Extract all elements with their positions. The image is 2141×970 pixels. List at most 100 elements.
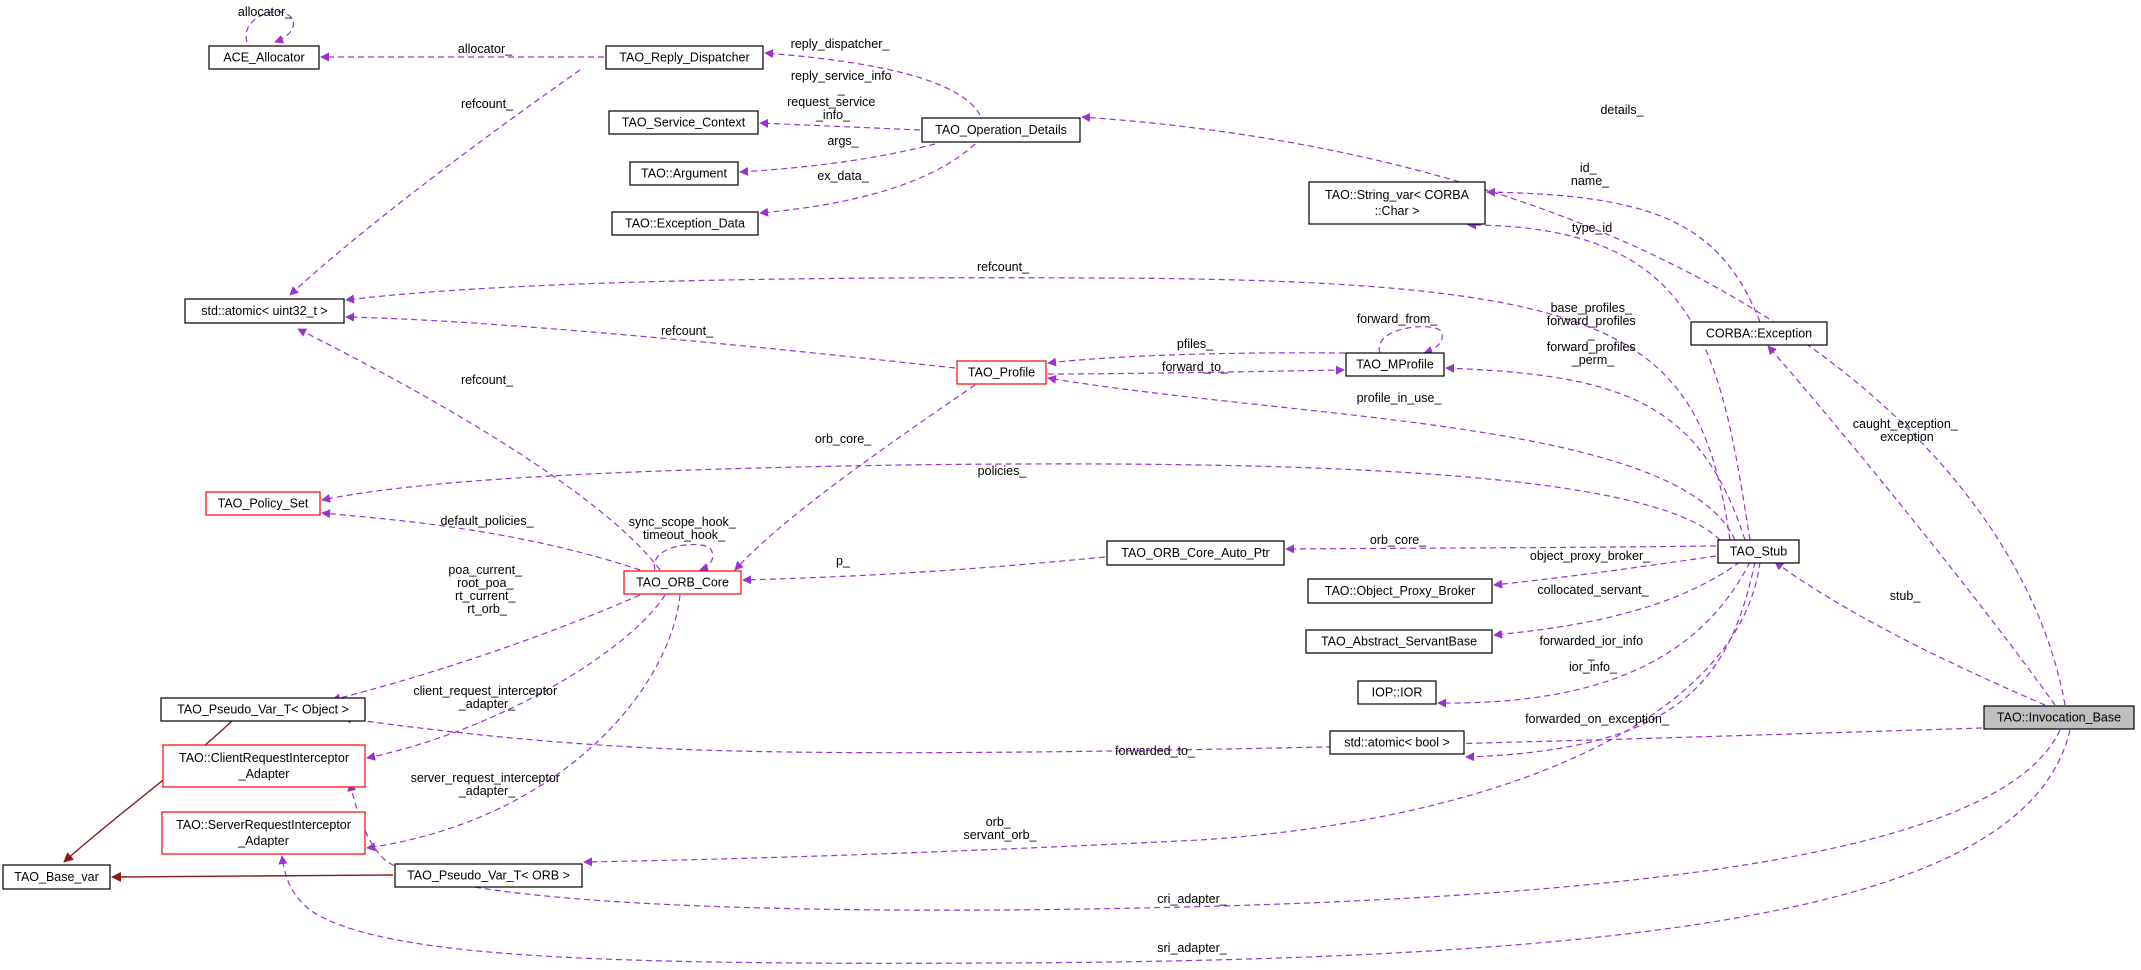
svg-text:TAO_Reply_Dispatcher: TAO_Reply_Dispatcher [619, 51, 749, 65]
node-tao-orb-core-auto-ptr[interactable]: TAO_ORB_Core_Auto_Ptr [1106, 540, 1285, 566]
edge-label-profile-in-use: profile_in_use_ [1357, 391, 1443, 405]
edge-orb-core-stub [1285, 544, 1717, 554]
edge-reply-dispatcher [764, 49, 981, 116]
node-tao-orb-core[interactable]: TAO_ORB_Core [623, 570, 742, 595]
edge-label-forwarded-on-exception: forwarded_on_exception_ [1525, 712, 1670, 726]
edge-stub [1774, 561, 2046, 706]
edge-collocated-servant [1493, 561, 1741, 639]
edge-forwarded-ior-info [1437, 561, 1751, 708]
svg-text:TAO_ORB_Core_Auto_Ptr: TAO_ORB_Core_Auto_Ptr [1121, 546, 1269, 560]
edge-policies [321, 463, 1721, 541]
edge-server-request-interceptor [366, 594, 681, 852]
edge-sri-adapter [278, 729, 2071, 964]
edge-label-orb-core-stub: orb_core_ [1370, 533, 1427, 547]
svg-text:TAO_Base_var: TAO_Base_var [14, 870, 99, 884]
edge-label-orb-servant-orb: orb_ servant_orb_ [964, 815, 1038, 842]
node-std-atomic-bool[interactable]: std::atomic< bool > [1329, 730, 1465, 755]
node-tao-object-proxy-broker[interactable]: TAO::Object_Proxy_Broker [1307, 578, 1493, 604]
node-tao-service-context[interactable]: TAO_Service_Context [608, 110, 759, 135]
node-tao-abstract-servantbase[interactable]: TAO_Abstract_ServantBase [1305, 629, 1493, 654]
node-std-atomic-uint32[interactable]: std::atomic< uint32_t > [184, 298, 345, 324]
svg-text:TAO_ORB_Core: TAO_ORB_Core [636, 576, 729, 590]
edge-label-collocated-servant: collocated_servant_ [1537, 583, 1649, 597]
node-server-request-interceptor-adapter[interactable]: TAO::ServerRequestInterceptor _Adapter [161, 811, 366, 855]
node-tao-base-var[interactable]: TAO_Base_var [2, 864, 111, 890]
edge-label-type-id: type_id [1572, 221, 1612, 235]
node-iop-ior[interactable]: IOP::IOR [1357, 680, 1437, 705]
svg-text:_Adapter: _Adapter [237, 834, 289, 848]
node-tao-policy-set[interactable]: TAO_Policy_Set [205, 491, 321, 516]
edge-object-proxy-broker [1493, 555, 1717, 589]
node-corba-exception[interactable]: CORBA::Exception [1690, 321, 1828, 346]
edge-inherit-pseudo-var-object [63, 719, 234, 863]
svg-text:std::atomic< uint32_t >: std::atomic< uint32_t > [201, 304, 327, 318]
edge-label-sync-scope-hook: sync_scope_hook_ timeout_hook_ [629, 515, 740, 542]
edge-label-reply-dispatcher: reply_dispatcher_ [791, 37, 891, 51]
node-tao-invocation-base[interactable]: TAO::Invocation_Base [1983, 705, 2135, 730]
svg-text:TAO::String_var< CORBA: TAO::String_var< CORBA [1325, 188, 1470, 202]
edge-label-allocator: allocator_ [458, 42, 513, 56]
edge-p [742, 556, 1106, 585]
edge-allocator-self [245, 11, 294, 44]
svg-text:TAO_MProfile: TAO_MProfile [1356, 358, 1434, 372]
edge-label-forward-from: forward_from_ [1357, 312, 1439, 326]
node-tao-profile[interactable]: TAO_Profile [956, 360, 1047, 385]
edge-label-stub: stub_ [1890, 589, 1922, 603]
edge-refcount-dispatcher [289, 69, 581, 296]
edge-forwarded-on-exception [1465, 561, 1756, 762]
svg-text:CORBA::Exception: CORBA::Exception [1706, 327, 1812, 341]
edge-label-cri-adapter: cri_adapter_ [1157, 892, 1228, 906]
node-tao-pseudo-var-object[interactable]: TAO_Pseudo_Var_T< Object > [160, 697, 366, 722]
edge-label-allocator-self: allocator_ [238, 5, 293, 19]
edge-label-poa-current: poa_current_ root_poa_ rt_current_ rt_or… [448, 563, 525, 616]
svg-text:TAO_Pseudo_Var_T< Object >: TAO_Pseudo_Var_T< Object > [177, 703, 349, 717]
svg-text:TAO_Abstract_ServantBase: TAO_Abstract_ServantBase [1321, 635, 1477, 649]
edge-label-object-proxy-broker: object_proxy_broker_ [1530, 549, 1651, 563]
edge-details [1081, 113, 2066, 706]
svg-text:_Adapter: _Adapter [238, 767, 290, 781]
edge-default-policies [321, 509, 641, 571]
node-tao-pseudo-var-orb[interactable]: TAO_Pseudo_Var_T< ORB > [394, 863, 583, 888]
svg-text:ACE_Allocator: ACE_Allocator [223, 51, 304, 65]
edge-label-orb-core-profile: orb_core_ [815, 432, 872, 446]
svg-text:std::atomic< bool >: std::atomic< bool > [1344, 736, 1450, 750]
node-tao-stub[interactable]: TAO_Stub [1717, 539, 1800, 564]
edge-label-refcount-profile: refcount_ [661, 324, 714, 338]
edge-poa-current [331, 594, 641, 703]
edge-label-server-request-interceptor: server_request_interceptor _adapter_ [411, 771, 564, 798]
svg-text:TAO::Object_Proxy_Broker: TAO::Object_Proxy_Broker [1325, 584, 1476, 598]
edge-label-forward-profiles: base_profiles_ forward_profiles _ forwar… [1547, 301, 1639, 367]
edge-orb-servant-orb [583, 561, 1761, 867]
edge-id-name [1486, 187, 1761, 323]
svg-text:TAO_Profile: TAO_Profile [968, 366, 1035, 380]
edge-label-policies: policies_ [978, 464, 1028, 478]
edge-orb-core-profile [734, 384, 976, 571]
edge-label-p: p_ [836, 554, 851, 568]
svg-text:::Char >: ::Char > [1375, 204, 1420, 218]
edge-label-refcount-dispatcher: refcount_ [461, 97, 514, 111]
node-tao-argument[interactable]: TAO::Argument [629, 161, 739, 186]
edge-inherit-pseudo-var-orb [111, 871, 394, 882]
edge-type-id [1467, 220, 1751, 541]
svg-text:TAO_Pseudo_Var_T< ORB >: TAO_Pseudo_Var_T< ORB > [407, 869, 570, 883]
edge-reply-service-info [759, 118, 921, 131]
node-tao-reply-dispatcher[interactable]: TAO_Reply_Dispatcher [605, 45, 764, 70]
edge-label-default-policies: default_policies_ [440, 514, 534, 528]
node-tao-string-var[interactable]: TAO::String_var< CORBA ::Char > [1308, 181, 1486, 225]
node-ace-allocator[interactable]: ACE_Allocator [208, 45, 320, 70]
edge-label-forward-to: forward_to_ [1162, 360, 1229, 374]
edge-label-id-name: id_ name_ [1571, 161, 1610, 188]
edge-forward-from [1378, 326, 1443, 355]
node-client-request-interceptor-adapter[interactable]: TAO::ClientRequestInterceptor _Adapter [162, 744, 366, 788]
edge-forward-to [1047, 365, 1345, 375]
edge-label-client-request-interceptor: client_request_interceptor _adapter_ [413, 684, 560, 711]
node-tao-mprofile[interactable]: TAO_MProfile [1345, 352, 1445, 377]
edge-refcount-orb-core [297, 328, 661, 571]
svg-text:TAO::ServerRequestInterceptor: TAO::ServerRequestInterceptor [176, 818, 351, 832]
svg-text:TAO::ClientRequestInterceptor: TAO::ClientRequestInterceptor [179, 751, 349, 765]
node-tao-operation-details[interactable]: TAO_Operation_Details [921, 117, 1081, 143]
svg-text:TAO_Operation_Details: TAO_Operation_Details [935, 123, 1067, 137]
edge-caught-exception [1767, 345, 2056, 706]
svg-text:IOP::IOR: IOP::IOR [1372, 686, 1423, 700]
node-tao-exception-data[interactable]: TAO::Exception_Data [611, 211, 759, 236]
